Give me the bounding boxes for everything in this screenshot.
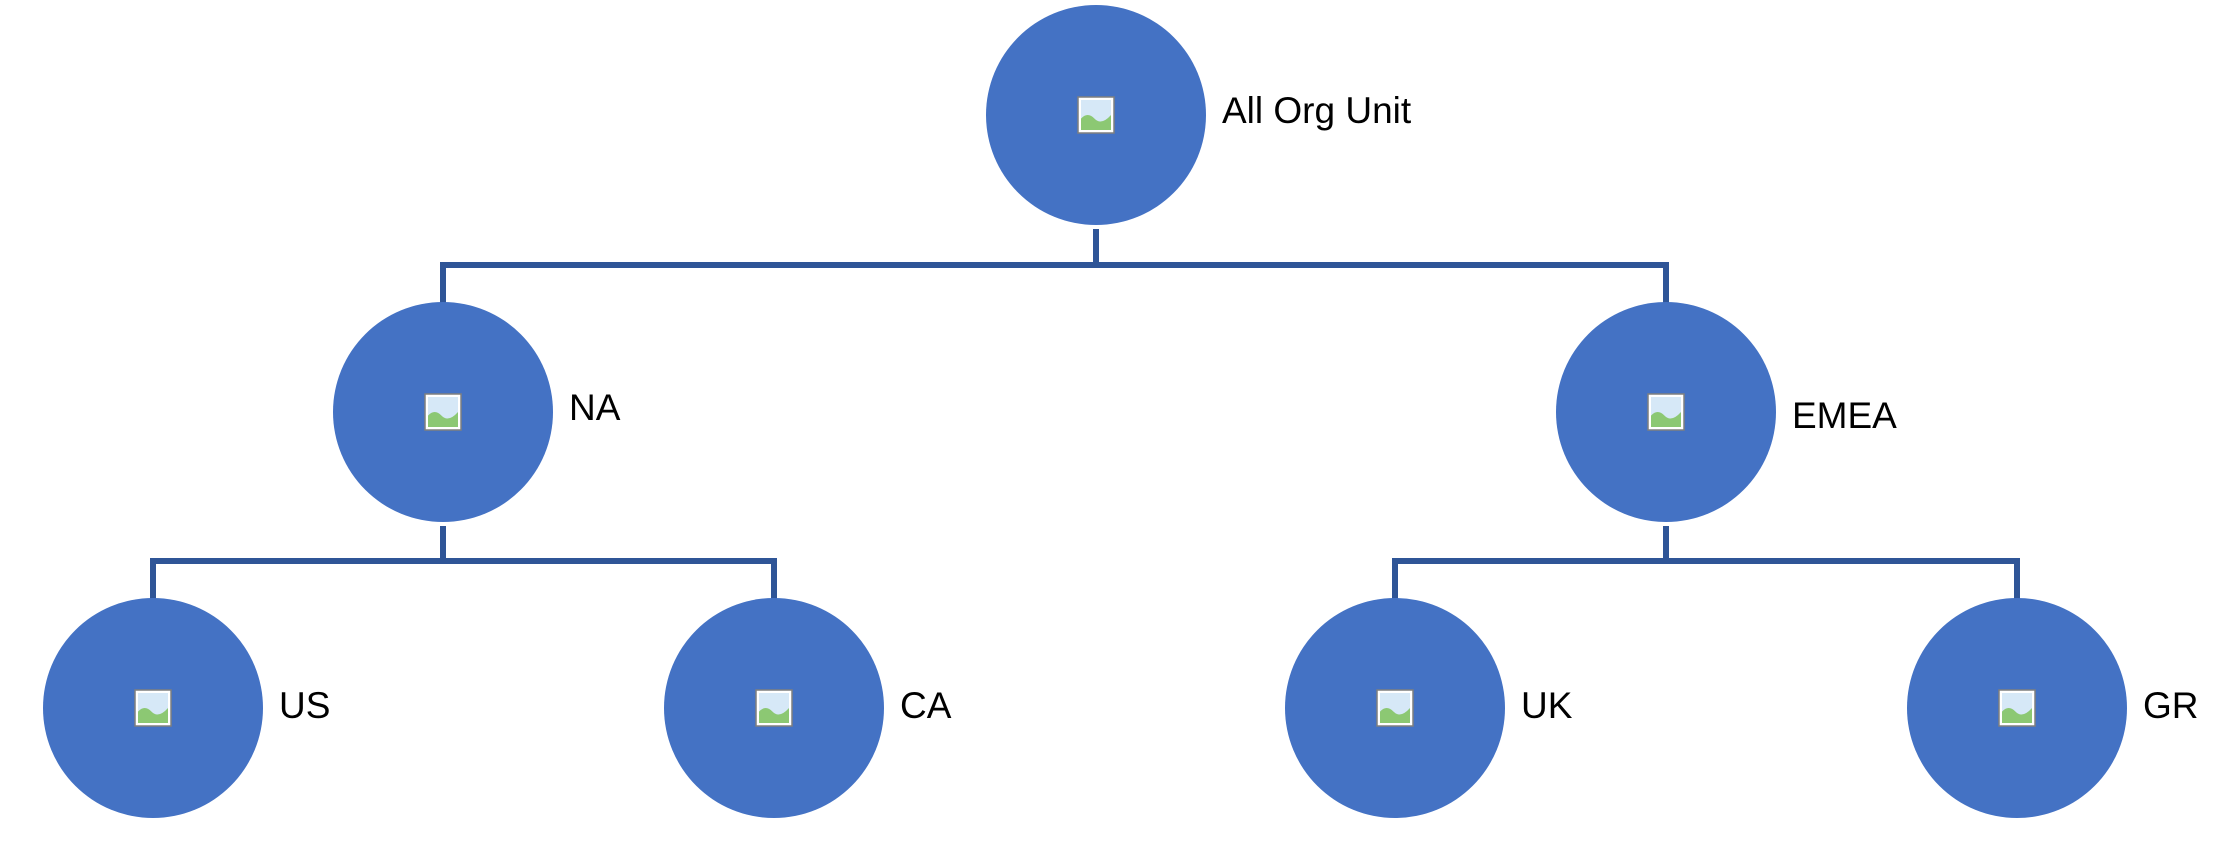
connectors <box>150 229 2020 602</box>
node-us[interactable]: US <box>43 598 330 818</box>
image-placeholder-icon <box>1077 96 1115 134</box>
image-placeholder-icon <box>134 689 172 727</box>
node-na[interactable]: NA <box>333 302 621 522</box>
node-root[interactable]: All Org Unit <box>986 5 1412 225</box>
image-placeholder-icon <box>424 393 462 431</box>
image-placeholder-icon <box>755 689 793 727</box>
node-ca[interactable]: CA <box>664 598 952 818</box>
image-placeholder-icon <box>1647 393 1685 431</box>
node-label: NA <box>569 387 621 428</box>
node-gr[interactable]: GR <box>1907 598 2199 818</box>
node-uk[interactable]: UK <box>1285 598 1573 818</box>
node-label: GR <box>2143 685 2199 726</box>
image-placeholder-icon <box>1998 689 2036 727</box>
node-label: All Org Unit <box>1222 90 1412 131</box>
node-label: US <box>279 685 330 726</box>
node-emea[interactable]: EMEA <box>1556 302 1897 522</box>
node-label: CA <box>900 685 952 726</box>
image-placeholder-icon <box>1376 689 1414 727</box>
node-label: UK <box>1521 685 1573 726</box>
node-label: EMEA <box>1792 395 1897 436</box>
